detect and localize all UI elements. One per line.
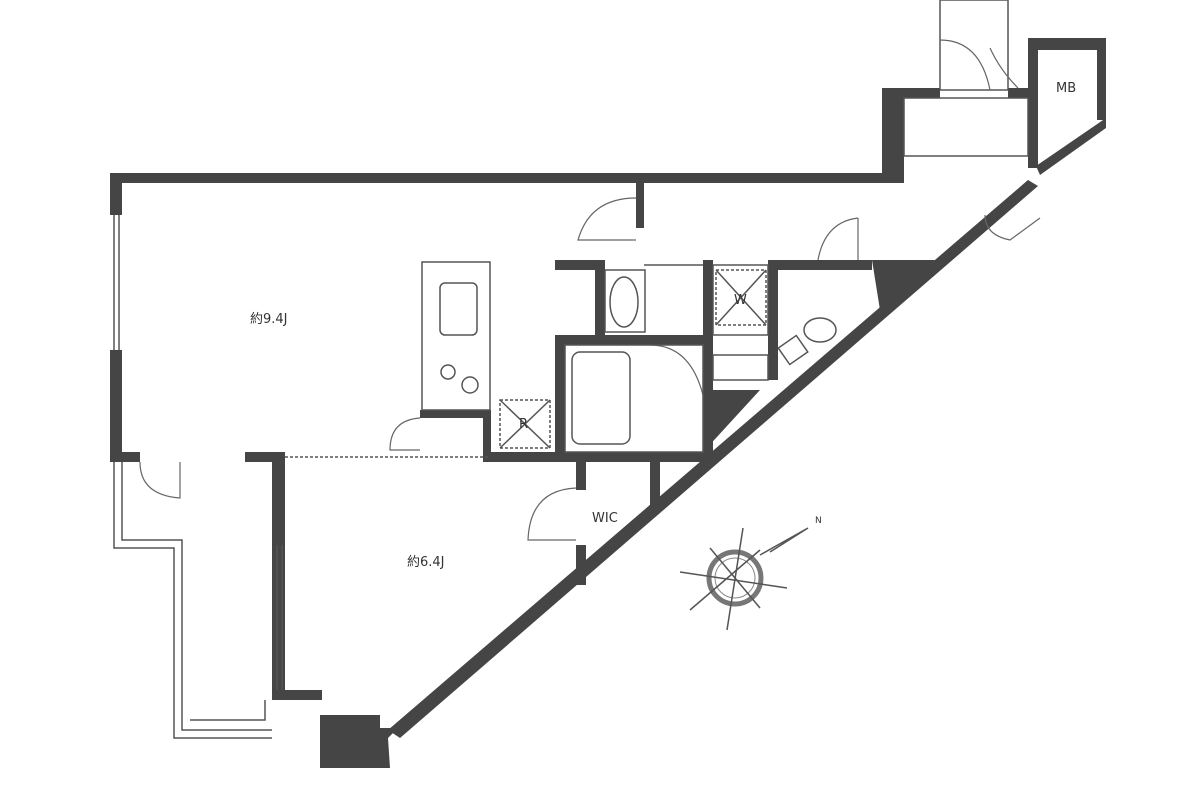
room-label-mb: MB: [1056, 81, 1076, 96]
fridge-space: [499, 399, 551, 449]
room-label-wic: WIC: [592, 511, 618, 526]
fridge-label: R: [519, 417, 528, 432]
entrance: [903, 0, 1029, 157]
room-label-bedroom: 約6.4J: [407, 555, 445, 570]
windows: [113, 215, 703, 690]
walls: [110, 38, 1106, 768]
washer-label: W: [734, 293, 747, 308]
compass-north-label: N: [815, 516, 822, 526]
doors: [139, 197, 1041, 541]
washer-pan: [715, 269, 767, 326]
room-label-living: 約9.4J: [250, 312, 288, 327]
compass-icon: [679, 527, 809, 631]
balcony: [113, 462, 272, 739]
fixtures: [421, 261, 837, 453]
